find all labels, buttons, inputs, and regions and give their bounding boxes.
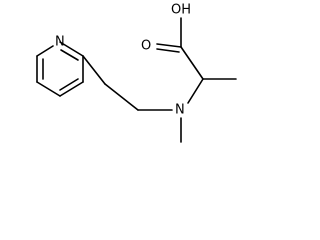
ring-double-bond-n1-c2	[60, 49, 79, 61]
hydroxyl-label: OH	[171, 3, 191, 18]
bonds	[36, 17, 237, 143]
bond-carbonyl-double-1	[156, 43, 182, 48]
bond-amine-alpha-carbon	[187, 78, 204, 104]
bond-n1-c2	[59, 41, 84, 57]
ring-nitrogen-label: N	[55, 35, 65, 50]
amine-nitrogen-label: N	[175, 103, 185, 118]
chemical-structure-diagram: N N O OH	[36, 3, 237, 143]
bond-carbonyl-double-2	[156, 48, 180, 53]
carbonyl-oxygen-label: O	[141, 39, 151, 54]
atom-labels: N N O OH	[55, 3, 191, 118]
ring-double-bond-c3-c4	[59, 78, 79, 91]
bond-ring-ch2	[82, 55, 106, 85]
bond-c3-c4	[59, 81, 84, 97]
bond-ch2-ch2	[104, 83, 139, 111]
bond-c6-n1	[36, 45, 54, 57]
bond-c4-c5	[36, 81, 61, 97]
bond-alpha-carbon-carboxyl	[180, 46, 204, 80]
